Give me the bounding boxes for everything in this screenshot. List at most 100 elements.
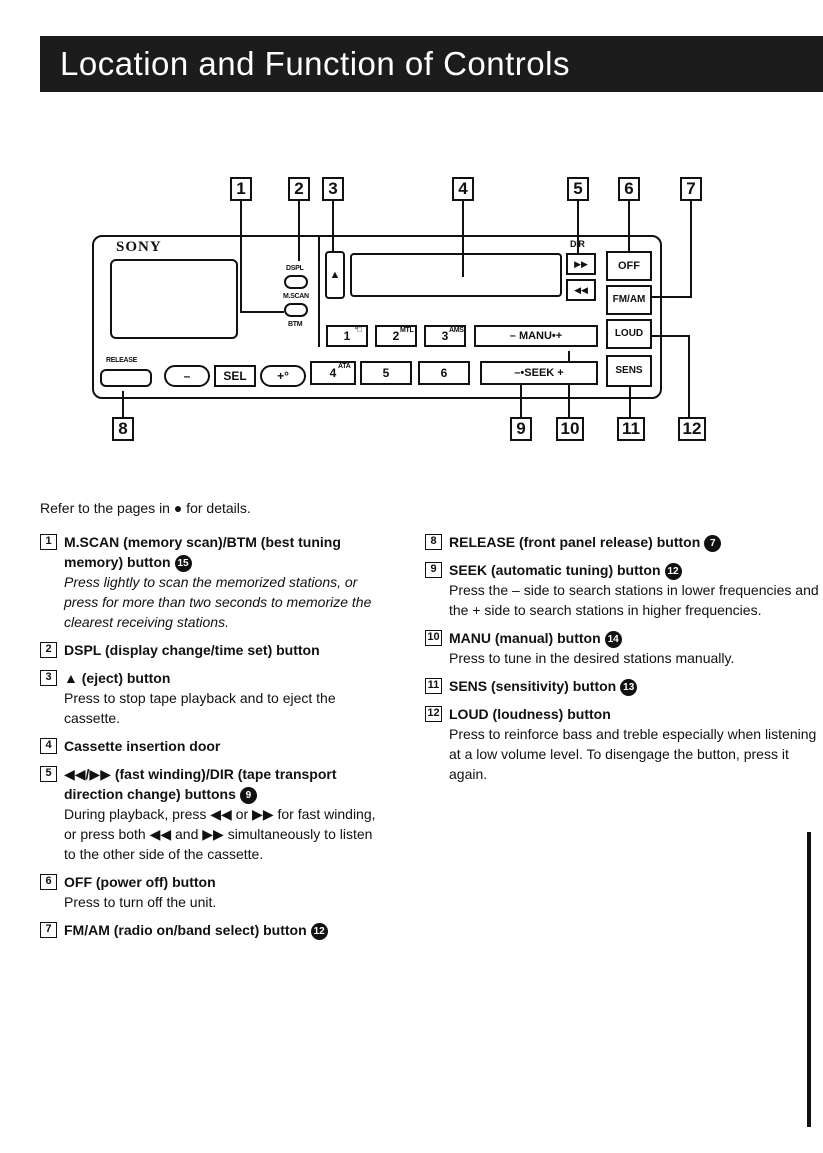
item-heading: ◀◀/▶▶ (fast winding)/DIR (tape transport… [64,764,385,804]
page-reference-badge: 12 [310,923,328,940]
leader-line [650,335,690,337]
fm-am-button[interactable]: FM/AM [606,285,652,315]
preset-1-button[interactable]: 1 [326,325,368,347]
page-edge-mark [807,832,811,1127]
preset-3-button[interactable]: 3 [424,325,466,347]
item-description: Press to tune in the desired stations ma… [449,650,735,666]
callout-10: 10 [556,417,584,441]
callout-9: 9 [510,417,532,441]
leader-line [650,296,692,298]
item-heading-text: ▲ (eject) button [64,670,171,686]
callout-6: 6 [618,177,640,201]
callout-2: 2 [288,177,310,201]
release-label: RELEASE [106,357,137,364]
btm-label: BTM [288,321,303,328]
leader-line [688,335,690,417]
seek-button[interactable]: –•SEEK + [480,361,598,385]
page-reference-badge: 13 [620,679,638,696]
mscan-label: M.SCAN [283,293,309,300]
item-heading-text: OFF (power off) button [64,874,216,890]
item-number: 11 [425,678,442,694]
leader-line [577,201,579,261]
front-panel-outline [92,235,662,399]
leader-line [332,201,334,289]
release-button[interactable] [100,369,152,387]
leader-line [122,391,124,417]
sens-button[interactable]: SENS [606,355,652,387]
rewind-button[interactable]: ◀◀ [566,279,596,301]
preset-4-sub-label: ATA [338,363,351,370]
leader-line [240,201,242,313]
preset-4-button[interactable]: 4 [310,361,356,385]
item-heading-text: MANU (manual) button [449,630,601,646]
mscan-btm-button[interactable] [284,303,308,317]
callout-12: 12 [678,417,706,441]
sel-button[interactable]: SEL [214,365,256,387]
preset-5-button[interactable]: 5 [360,361,412,385]
item-heading: OFF (power off) button [64,872,385,892]
item-heading: M.SCAN (memory scan)/BTM (best tuning me… [64,532,385,572]
off-button[interactable]: OFF [606,251,652,281]
preset-2-button[interactable]: 2 [375,325,417,347]
preset-6-button[interactable]: 6 [418,361,470,385]
item-number: 6 [40,874,57,890]
item-number: 8 [425,534,442,550]
item-description: Press lightly to scan the memorized stat… [64,574,372,630]
callout-8: 8 [112,417,134,441]
item-heading: DSPL (display change/time set) button [64,640,385,660]
minus-button[interactable]: – [164,365,210,387]
item-number: 12 [425,706,442,722]
control-panel-diagram: 1 2 3 4 5 6 7 8 9 10 11 12 SONY DSPL M.S… [0,175,823,465]
item-description: Press to reinforce bass and treble espec… [449,726,817,782]
fast-forward-button[interactable]: ▶▶ [566,253,596,275]
manu-button[interactable]: – MANU•+ [474,325,598,347]
item-number: 9 [425,562,442,578]
item-number: 7 [40,922,57,938]
control-item-4: 4 Cassette insertion door [40,736,385,756]
callout-3: 3 [322,177,344,201]
item-heading-text: ◀◀/▶▶ (fast winding)/DIR (tape transport… [64,766,337,802]
item-number: 2 [40,642,57,658]
page-reference-badge: 15 [174,555,192,572]
left-display-window [110,259,238,339]
page-title: Location and Function of Controls [60,45,570,82]
item-number: 4 [40,738,57,754]
control-item-2: 2 DSPL (display change/time set) button [40,640,385,660]
item-heading-text: DSPL (display change/time set) button [64,642,320,658]
title-banner: Location and Function of Controls [40,36,823,92]
item-heading-text: M.SCAN (memory scan)/BTM (best tuning me… [64,534,341,570]
item-description: Press to turn off the unit. [64,894,217,910]
item-description: Press the – side to search stations in l… [449,582,819,618]
page-reference-badge: 12 [664,563,682,580]
preset-3-sub-label: AMS [449,327,464,334]
page-reference-badge: 9 [239,787,257,804]
cassette-insertion-door [350,253,562,297]
leader-line [690,201,692,297]
item-number: 3 [40,670,57,686]
item-heading-text: Cassette insertion door [64,738,221,754]
callout-5: 5 [567,177,589,201]
dir-label: DIR [570,239,585,249]
leader-line [240,311,284,313]
item-number: 10 [425,630,442,646]
plus-button[interactable]: +° [260,365,306,387]
loud-button[interactable]: LOUD [606,319,652,349]
intro-text: Refer to the pages in ● for details. [40,500,251,516]
item-heading-text: LOUD (loudness) button [449,706,611,722]
brand-logo: SONY [116,239,162,255]
eject-button[interactable]: ▲ [325,251,345,299]
dspl-button[interactable] [284,275,308,289]
